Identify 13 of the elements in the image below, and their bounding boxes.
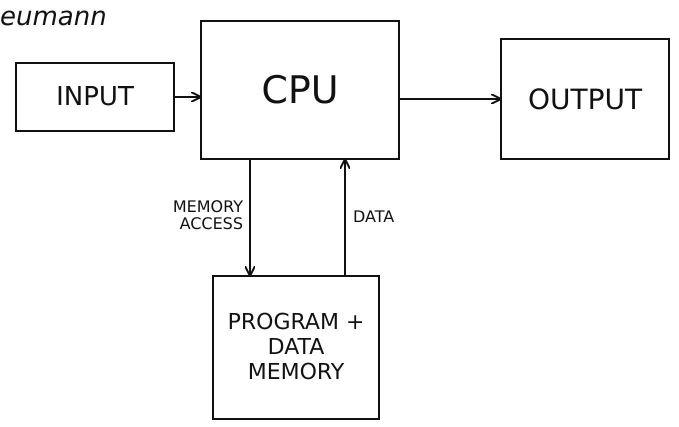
arrow <box>244 160 256 277</box>
node-label: PROGRAM + DATA MEMORY <box>226 309 366 387</box>
title: eumann <box>0 2 107 32</box>
node-label: INPUT <box>55 81 135 114</box>
process-box <box>15 62 175 132</box>
arrow <box>339 158 351 275</box>
process-box <box>500 38 670 160</box>
node-label: CPU <box>260 67 340 114</box>
node-label: OUTPUT <box>526 82 644 118</box>
arrow <box>400 93 502 105</box>
process-box <box>212 275 380 420</box>
process-box <box>200 20 400 160</box>
arrow <box>175 91 202 103</box>
